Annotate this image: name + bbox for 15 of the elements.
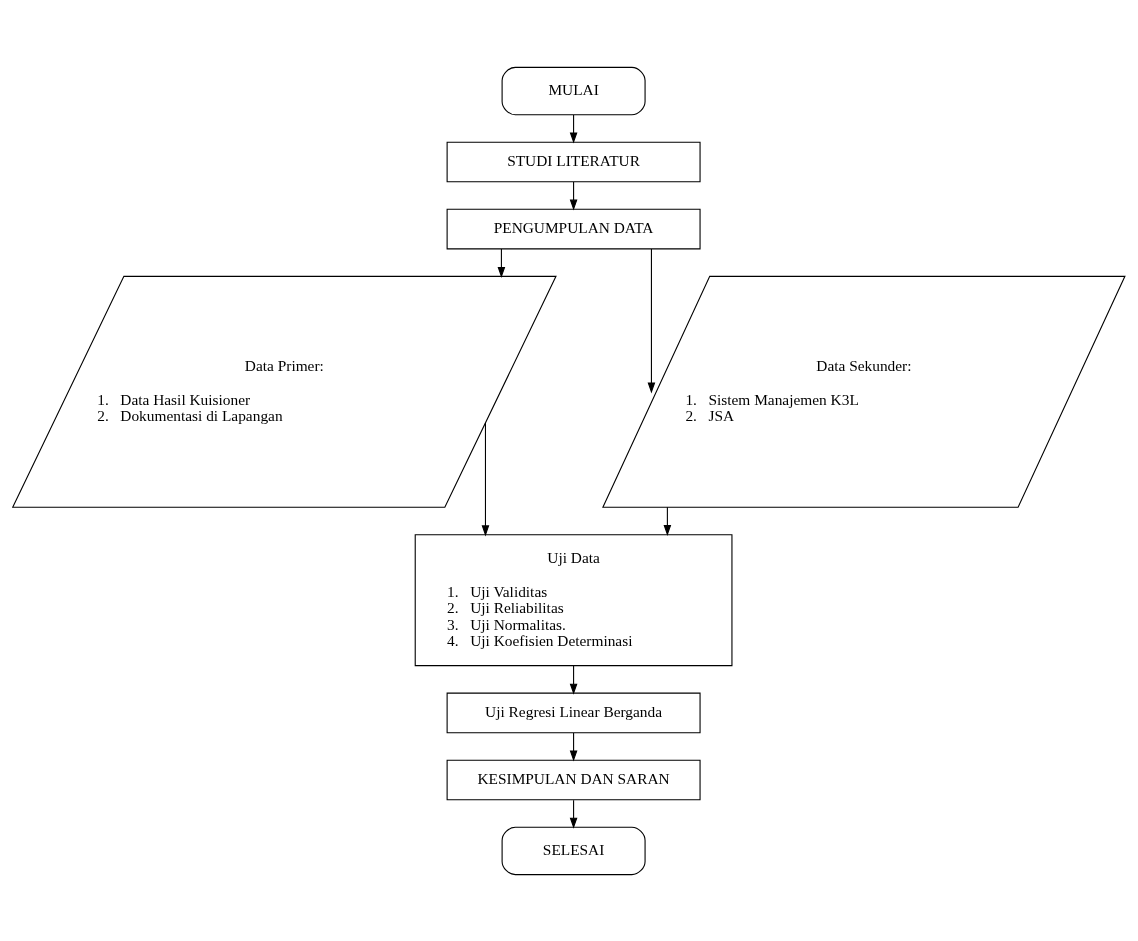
node-box: Uji Data 1. Uji Validitas 2. Uji Reliabilitas 3. Uji Normalitas. 4. Uji Koefisien Determinasi [414, 533, 733, 666]
arrow [481, 421, 490, 536]
arrow [497, 247, 506, 278]
arrow [647, 247, 656, 393]
node-box: Uji Regresi Linear Berganda [446, 692, 701, 733]
node-box: PENGUMPULAN DATA [446, 208, 701, 249]
arrow [569, 664, 578, 695]
arrow [569, 732, 578, 762]
node-box: KESIMPULAN DAN SARAN [446, 759, 701, 800]
node-box: MULAI [501, 66, 646, 115]
arrow [663, 506, 672, 536]
node-box: SELESAI [501, 826, 646, 875]
node-box: STUDI LITERATUR [446, 141, 701, 182]
arrow [569, 181, 578, 211]
arrow [569, 799, 578, 829]
